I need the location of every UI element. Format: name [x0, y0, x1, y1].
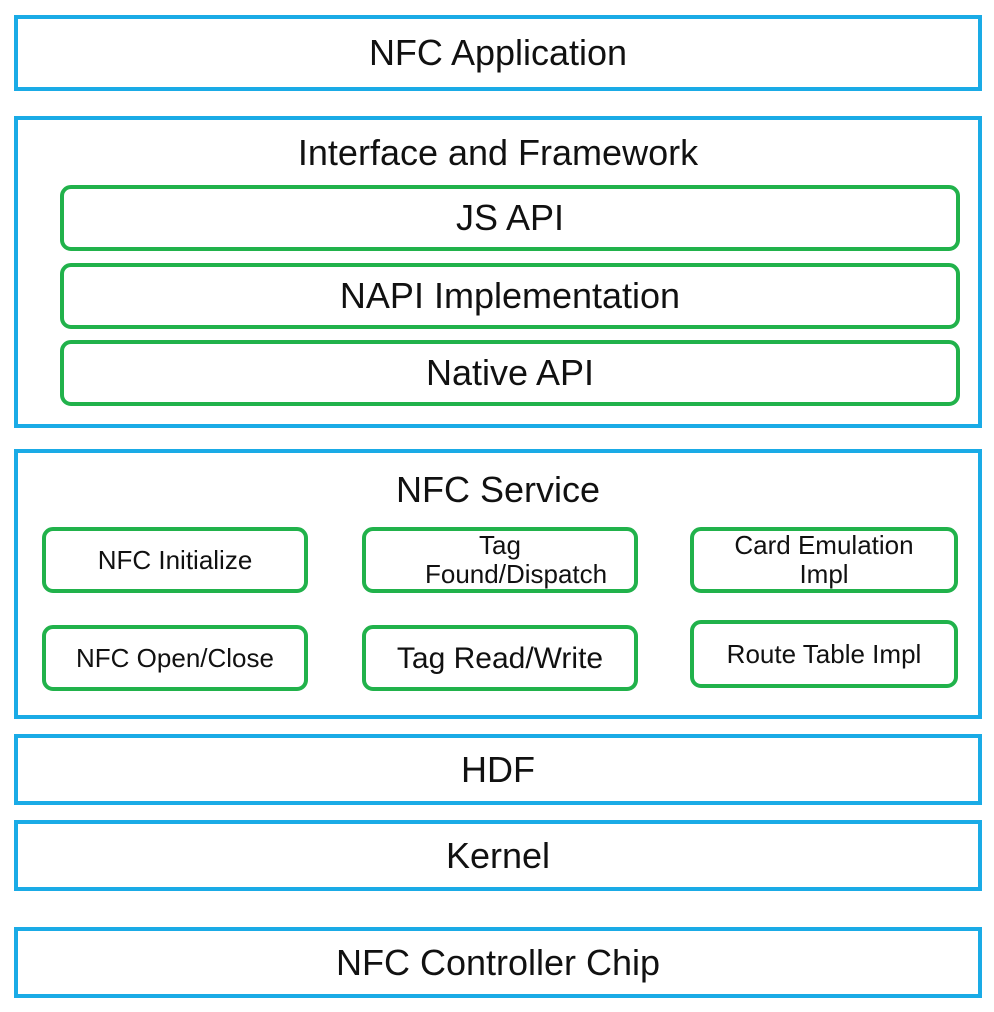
- tag-found-dispatch-module: Tag Found/Dispatch: [362, 527, 638, 593]
- kernel-label: Kernel: [445, 834, 551, 876]
- nfc-controller-chip-layer: NFC Controller Chip: [14, 927, 982, 998]
- tag-read-write-label: Tag Read/Write: [396, 641, 604, 675]
- nfc-application-layer: NFC Application: [14, 15, 982, 91]
- napi-implementation-module: NAPI Implementation: [60, 263, 960, 329]
- nfc-open-close-label: NFC Open/Close: [76, 642, 274, 673]
- nfc-application-label: NFC Application: [368, 32, 628, 73]
- interface-framework-title: Interface and Framework: [297, 132, 699, 173]
- nfc-initialize-module: NFC Initialize: [42, 527, 308, 593]
- hdf-label: HDF: [461, 748, 535, 790]
- napi-implementation-label: NAPI Implementation: [339, 275, 681, 317]
- nfc-initialize-label: NFC Initialize: [97, 544, 253, 575]
- route-table-impl-label: Route Table Impl: [726, 638, 922, 669]
- native-api-module: Native API: [60, 340, 960, 406]
- js-api-label: JS API: [455, 197, 565, 239]
- route-table-impl-module: Route Table Impl: [690, 620, 958, 688]
- kernel-layer: Kernel: [14, 820, 982, 891]
- nfc-controller-chip-label: NFC Controller Chip: [335, 941, 661, 983]
- nfc-service-title: NFC Service: [395, 469, 601, 510]
- native-api-label: Native API: [425, 352, 595, 394]
- card-emulation-impl-module: Card Emulation Impl: [690, 527, 958, 593]
- tag-read-write-module: Tag Read/Write: [362, 625, 638, 691]
- js-api-module: JS API: [60, 185, 960, 251]
- tag-found-dispatch-label: Tag Found/Dispatch: [425, 530, 608, 589]
- hdf-layer: HDF: [14, 734, 982, 805]
- nfc-open-close-module: NFC Open/Close: [42, 625, 308, 691]
- card-emulation-impl-label: Card Emulation Impl: [734, 530, 914, 589]
